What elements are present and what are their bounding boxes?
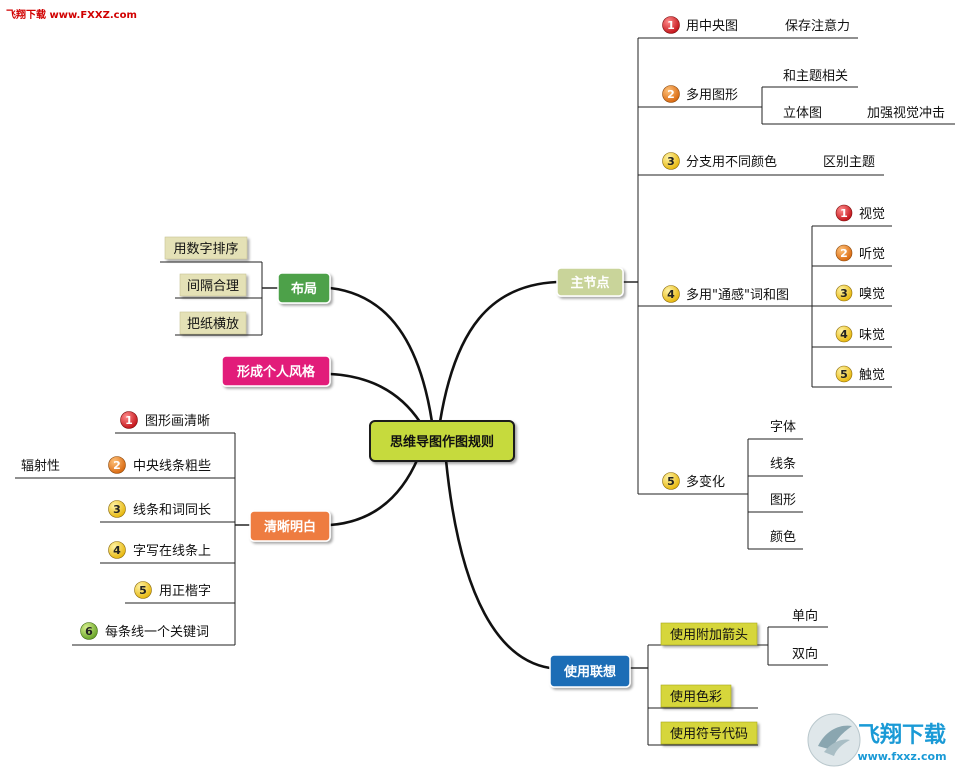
zjd-label-2: 多用图形 xyxy=(686,87,738,103)
node-lianxiang: 使用联想 xyxy=(549,654,631,688)
qingxi-connectors xyxy=(15,432,250,646)
sense-label-2: 听觉 xyxy=(859,247,885,262)
sense-badge-2: 2 xyxy=(840,247,848,260)
qx-label-2: 中央线条粗些 xyxy=(133,458,211,474)
qx-label-3: 线条和词同长 xyxy=(133,502,211,518)
qx-label-4: 字写在线条上 xyxy=(133,543,211,559)
qx-item-5: 5 用正楷字 xyxy=(134,581,211,599)
zjd-label-3: 分支用不同颜色 xyxy=(686,154,777,170)
lx-sub-1: 单向 xyxy=(792,608,818,624)
zjd-sub-2a: 和主题相关 xyxy=(783,69,848,84)
center-node: 思维导图作图规则 xyxy=(369,420,515,462)
node-buju: 布局 xyxy=(277,272,331,304)
qx-item-6: 6 每条线一个关键词 xyxy=(80,622,209,640)
buju-tag-label-3: 把纸横放 xyxy=(187,317,239,332)
zjd-subsub-2: 加强视觉冲击 xyxy=(867,106,945,121)
qx-badge-2: 2 xyxy=(113,459,121,472)
sense-label-3: 嗅觉 xyxy=(859,287,885,302)
zjd-sub-5b: 线条 xyxy=(770,456,796,472)
qx-item-1: 1 图形画清晰 xyxy=(120,411,210,429)
buju-tags: 用数字排序 间隔合理 把纸横放 xyxy=(164,236,248,335)
lianxiang-items: 使用附加箭头 单向 双向 使用色彩 使用符号代码 xyxy=(660,608,818,745)
watermark-text: 飞翔下载 www.FXXZ.com xyxy=(6,10,137,21)
node-buju-label: 布局 xyxy=(291,281,317,297)
node-fengge-label: 形成个人风格 xyxy=(237,364,316,380)
qx-badge-4: 4 xyxy=(113,544,121,557)
sense-badge-1: 1 xyxy=(840,207,848,220)
badge-1: 1 xyxy=(667,19,675,32)
sense-label-4: 味觉 xyxy=(859,328,885,343)
node-qingxi-label: 清晰明白 xyxy=(264,519,316,535)
sense-5: 5 触觉 xyxy=(835,365,885,383)
center-label: 思维导图作图规则 xyxy=(390,434,494,450)
buju-connectors xyxy=(160,261,278,336)
qx-item-4: 4 字写在线条上 xyxy=(108,541,211,559)
sense-2: 2 听觉 xyxy=(835,244,885,262)
qx-badge-3: 3 xyxy=(113,503,121,516)
sense-1: 1 视觉 xyxy=(835,204,885,222)
zjd-item-4: 4 多用"通感"词和图 1 视觉 2 听觉 3 嗅觉 4 味觉 xyxy=(662,204,885,383)
zjd-item-3: 3 分支用不同颜色 区别主题 xyxy=(662,152,875,170)
sense-3: 3 嗅觉 xyxy=(835,284,885,302)
qx-label-5: 用正楷字 xyxy=(159,584,211,599)
trunk-lines xyxy=(328,280,559,670)
qx-badge-1: 1 xyxy=(125,414,133,427)
badge-3: 3 xyxy=(667,155,675,168)
buju-tag-label-1: 用数字排序 xyxy=(173,242,238,257)
zjd-item-2: 2 多用图形 和主题相关 立体图 加强视觉冲击 xyxy=(662,69,945,121)
qx-item-3: 3 线条和词同长 xyxy=(108,500,211,518)
zjd-label-5: 多变化 xyxy=(686,474,725,490)
badge-2: 2 xyxy=(667,88,675,101)
logo-text: 飞翔下载 xyxy=(858,722,946,748)
zjd-sub-2b: 立体图 xyxy=(783,106,822,121)
node-fengge: 形成个人风格 xyxy=(221,355,331,387)
sense-badge-3: 3 xyxy=(840,287,848,300)
qx-badge-5: 5 xyxy=(139,584,147,597)
lx-label-1: 使用附加箭头 xyxy=(670,627,748,643)
zjd-sub-5d: 颜色 xyxy=(770,529,796,545)
lx-sub-2: 双向 xyxy=(792,646,818,662)
zjd-sub-1: 保存注意力 xyxy=(785,18,850,34)
buju-tag-1 xyxy=(164,236,248,260)
qingxi-items: 1 图形画清晰 2 中央线条粗些 辐射性 3 线条和词同长 4 字写在线条上 5… xyxy=(21,411,211,640)
qx-label-1: 图形画清晰 xyxy=(145,414,210,429)
sense-label-1: 视觉 xyxy=(859,207,885,222)
lx-tag-1 xyxy=(660,622,758,646)
zjd-item-5: 5 多变化 字体 线条 图形 颜色 xyxy=(662,420,796,545)
zhujiedian-items: 1 用中央图 保存注意力 2 多用图形 和主题相关 立体图 加强视觉冲击 3 分… xyxy=(662,16,945,545)
node-lianxiang-label: 使用联想 xyxy=(563,664,616,680)
badge-5: 5 xyxy=(667,475,675,488)
buju-tag-3 xyxy=(179,311,247,335)
zjd-sub-5a: 字体 xyxy=(770,420,796,435)
node-zhujiedian-label: 主节点 xyxy=(570,275,609,291)
lx-tag-3 xyxy=(660,721,758,745)
zjd-sub-5c: 图形 xyxy=(770,493,796,508)
zjd-sub-3: 区别主题 xyxy=(823,155,875,170)
sense-label-5: 触觉 xyxy=(859,368,885,383)
main-branch-boxes: 主节点 布局 形成个人风格 清晰明白 使用联想 xyxy=(221,267,631,688)
buju-tag-label-2: 间隔合理 xyxy=(187,279,239,294)
node-qingxi: 清晰明白 xyxy=(249,510,331,542)
logo-url: www.fxxz.com xyxy=(857,750,946,763)
logo: 飞翔下载 www.fxxz.com xyxy=(806,712,966,768)
lx-label-3: 使用符号代码 xyxy=(670,726,748,742)
zhujiedian-connectors xyxy=(623,37,955,550)
sense-4: 4 味觉 xyxy=(835,325,885,343)
lx-tag-2 xyxy=(660,684,732,708)
qx-badge-6: 6 xyxy=(85,625,93,638)
lx-label-2: 使用色彩 xyxy=(670,689,722,705)
node-zhujiedian: 主节点 xyxy=(556,267,624,297)
zjd-label-1: 用中央图 xyxy=(686,19,738,34)
buju-tag-2 xyxy=(179,273,247,297)
sense-badge-5: 5 xyxy=(840,368,848,381)
zjd-item-1: 1 用中央图 保存注意力 xyxy=(662,16,850,34)
badge-4: 4 xyxy=(667,288,675,301)
zjd-label-4: 多用"通感"词和图 xyxy=(686,287,789,303)
qx-sub-2: 辐射性 xyxy=(21,458,60,474)
sense-badge-4: 4 xyxy=(840,328,848,341)
qx-item-2: 2 中央线条粗些 辐射性 xyxy=(21,456,211,474)
qx-label-6: 每条线一个关键词 xyxy=(105,624,209,640)
